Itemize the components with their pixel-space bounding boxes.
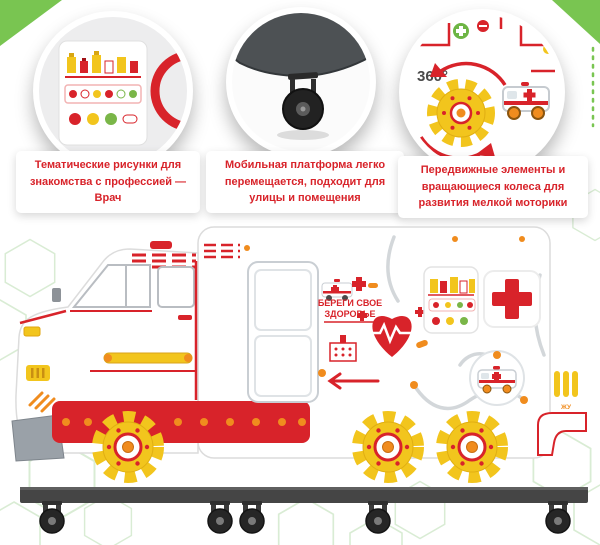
callout-circle-elements: 360°: [399, 9, 565, 175]
drawings-detail-image: [39, 17, 187, 165]
hospital-icon: [329, 335, 357, 362]
door-window: [157, 266, 195, 308]
warning-grill-icon: [26, 365, 50, 381]
callout-circle-drawings: [33, 11, 193, 171]
door-handle-icon: [178, 315, 192, 320]
health-sign-line1: БЕРЕГИ СВОЕ: [318, 298, 382, 308]
callout-label-platform: Мобильная платформа легко перемещается, …: [206, 151, 404, 213]
callout-circle-platform: [226, 7, 376, 157]
maze-lines: [413, 15, 555, 73]
red-ring-icon: [150, 50, 187, 132]
hazard-stripes-icon: [554, 371, 578, 397]
mini-ambulance-icon: [321, 279, 353, 301]
gear-wheel-rear-1: [358, 417, 418, 477]
panel-dots: [62, 418, 306, 426]
corner-accent-top-left: [0, 0, 62, 46]
body-front-stripes: [204, 243, 240, 259]
caster-wheel-icon: [277, 72, 329, 140]
gear-wheel-front: [98, 417, 158, 477]
orange-knob: [244, 245, 250, 251]
corner-accent-top-right: [552, 0, 600, 44]
windshield: [71, 264, 151, 308]
toy-ambulance-icon: [502, 82, 550, 120]
platform-corner: [232, 13, 370, 76]
red-cross-icon: [483, 270, 541, 328]
gear-wheel-rear-2: [442, 417, 502, 477]
ambulance-busy-board: БЕРЕГИ СВОЕ ЗДОРОВЬЕ: [11, 226, 588, 534]
toy-ambulance-knob: [469, 350, 525, 406]
elements-detail-image: 360°: [405, 15, 559, 169]
beacon-light-icon: [150, 241, 172, 249]
health-sign-line2: ЗДОРОВЬЕ: [325, 309, 376, 319]
side-mirror-icon: [52, 288, 61, 302]
rear-door-opening: [247, 261, 326, 403]
headlight-icon: [23, 326, 41, 337]
medicine-cabinet-icon: [58, 40, 148, 146]
green-cross-icon: [453, 23, 469, 39]
heart-ecg-icon: [357, 307, 428, 357]
orange-chevrons-icon: [28, 391, 56, 413]
brand-label-line1: ЖУ: [560, 404, 572, 411]
gear-wheel-icon: [427, 79, 495, 147]
yellow-handle-bar: [103, 352, 193, 364]
left-arrow-icon: [327, 372, 380, 390]
front-bumper: [11, 414, 65, 462]
caster-wheels: [39, 500, 571, 534]
platform-detail-image: [232, 13, 370, 151]
rear-fender: [537, 412, 587, 456]
slider-knob: [410, 381, 418, 389]
medicine-cabinet-icon: [423, 266, 479, 334]
callout-label-drawings: Тематические рисунки для знакомства с пр…: [16, 151, 200, 213]
rotation-arrows-icon: [419, 61, 507, 161]
slider-knob: [520, 396, 528, 404]
callout-label-elements: Передвижные элементы и вращающиеся колес…: [398, 156, 588, 218]
mobile-platform: [20, 487, 588, 503]
health-sign: БЕРЕГИ СВОЕ ЗДОРОВЬЕ: [318, 277, 382, 323]
